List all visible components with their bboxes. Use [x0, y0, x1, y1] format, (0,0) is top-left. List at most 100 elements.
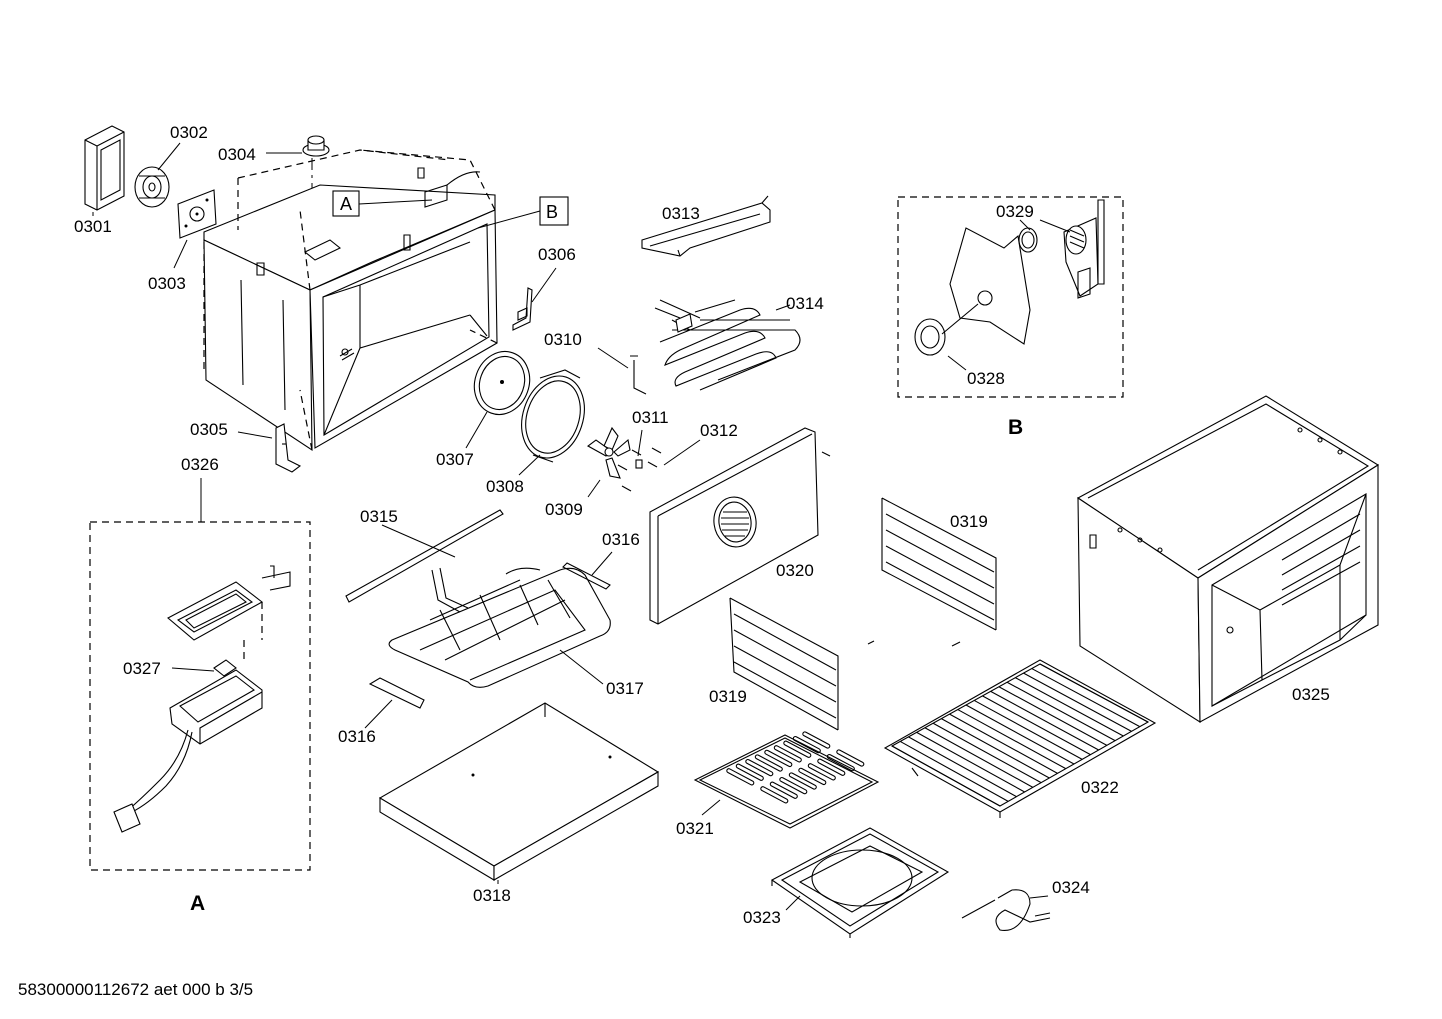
part-0319a-drawing — [881, 497, 997, 647]
pan-slot — [773, 745, 802, 763]
rack-wire — [965, 704, 1075, 765]
pan-slot — [735, 763, 764, 781]
pan-slot — [764, 749, 793, 768]
label-0317: 0317 — [606, 679, 644, 698]
part-0305-drawing — [237, 423, 302, 473]
part-0302-drawing — [134, 142, 181, 208]
part-0315-drawing — [345, 509, 504, 603]
rack-wire — [982, 695, 1091, 756]
rack-wire — [949, 713, 1058, 774]
callout-b-label: B — [546, 202, 558, 222]
label-0319-upper: 0319 — [950, 512, 988, 531]
document-id: 58300000112672 aet 000 b 3/5 — [18, 980, 254, 999]
part-0303-drawing — [173, 189, 217, 269]
part-0322-drawing — [883, 659, 1157, 818]
pan-slot — [802, 731, 831, 749]
rack-wire — [957, 709, 1067, 770]
pan-slot — [836, 749, 865, 767]
label-0322: 0322 — [1081, 778, 1119, 797]
rack-wire — [990, 690, 1099, 751]
part-0310-drawing — [597, 347, 647, 395]
rack-wire — [891, 745, 1001, 807]
pan-slot — [779, 776, 808, 795]
pan-slot — [745, 758, 774, 777]
pan-slot — [754, 754, 783, 772]
rack-wire — [1023, 672, 1132, 732]
label-0329: 0329 — [996, 202, 1034, 221]
label-0313: 0313 — [662, 204, 700, 223]
label-0324: 0324 — [1052, 878, 1090, 897]
label-0323: 0323 — [743, 908, 781, 927]
rack-wire — [941, 718, 1050, 779]
pan-slot — [760, 786, 789, 804]
label-0309: 0309 — [545, 500, 583, 519]
rack-wire — [1015, 677, 1124, 737]
label-0316-upper: 0316 — [602, 530, 640, 549]
part-0316a-drawing — [562, 551, 613, 590]
label-0328: 0328 — [967, 369, 1005, 388]
pan-slot — [769, 781, 798, 799]
part-0319b-drawing — [729, 597, 875, 731]
pan-slot — [726, 768, 755, 786]
part-0306-drawing — [512, 267, 557, 331]
label-0303: 0303 — [148, 274, 186, 293]
label-0312: 0312 — [700, 421, 738, 440]
rack-wire — [973, 699, 1083, 760]
oven-housing-drawing — [203, 149, 498, 452]
part-0325-drawing — [1076, 395, 1380, 724]
label-0311: 0311 — [632, 408, 669, 427]
label-0321: 0321 — [676, 819, 714, 838]
part-0311-drawing — [635, 429, 643, 469]
pan-slot — [788, 772, 817, 790]
label-0310: 0310 — [544, 330, 582, 349]
label-0318: 0318 — [473, 886, 511, 905]
detail-a-lamp-drawing — [113, 565, 291, 833]
part-0314-drawing — [654, 299, 801, 391]
part-0321-drawing — [693, 731, 880, 829]
part-0307-drawing — [465, 350, 531, 449]
part-0323-drawing — [770, 827, 950, 938]
rack-wire — [932, 722, 1042, 784]
pan-slot — [817, 758, 846, 776]
detail-b-parts-drawing — [914, 199, 1105, 371]
label-0315: 0315 — [360, 507, 398, 526]
part-0320-drawing — [649, 427, 831, 625]
label-0305: 0305 — [190, 420, 228, 439]
label-0304: 0304 — [218, 145, 256, 164]
part-0316b-drawing — [364, 677, 425, 729]
rack-wire — [908, 736, 1017, 798]
label-0327: 0327 — [123, 659, 161, 678]
rack-wire — [1031, 668, 1141, 728]
part-0324-drawing — [961, 889, 1051, 932]
part-0318-drawing — [378, 702, 660, 884]
pan-slot — [807, 763, 836, 781]
rack-wire — [924, 727, 1034, 788]
label-0314: 0314 — [786, 294, 824, 313]
label-0306: 0306 — [538, 245, 576, 264]
rack-wire — [1039, 663, 1149, 723]
part-0317-drawing — [388, 567, 611, 688]
label-0319-lower: 0319 — [709, 687, 747, 706]
pan-slot — [826, 753, 855, 772]
label-0307: 0307 — [436, 450, 474, 469]
callout-a-label: A — [340, 194, 352, 214]
part-0301-drawing — [84, 125, 125, 211]
rack-wire — [998, 686, 1108, 746]
label-0301: 0301 — [74, 217, 112, 236]
detail-b-frame — [897, 196, 1124, 398]
part-0313-drawing — [641, 195, 771, 257]
label-0308: 0308 — [486, 477, 524, 496]
part-0309-drawing — [586, 426, 631, 498]
callout-a-box — [332, 190, 360, 217]
callout-b-box — [539, 196, 569, 226]
detail-a-title: A — [190, 892, 205, 915]
detail-b-title: B — [1008, 416, 1023, 439]
part-0312-drawing — [617, 439, 701, 492]
pan-slot — [798, 767, 827, 786]
label-0325: 0325 — [1292, 685, 1330, 704]
label-0326: 0326 — [181, 455, 219, 474]
rack-wire — [899, 740, 1009, 802]
part-0304-drawing — [266, 135, 330, 196]
label-0320: 0320 — [776, 561, 814, 580]
